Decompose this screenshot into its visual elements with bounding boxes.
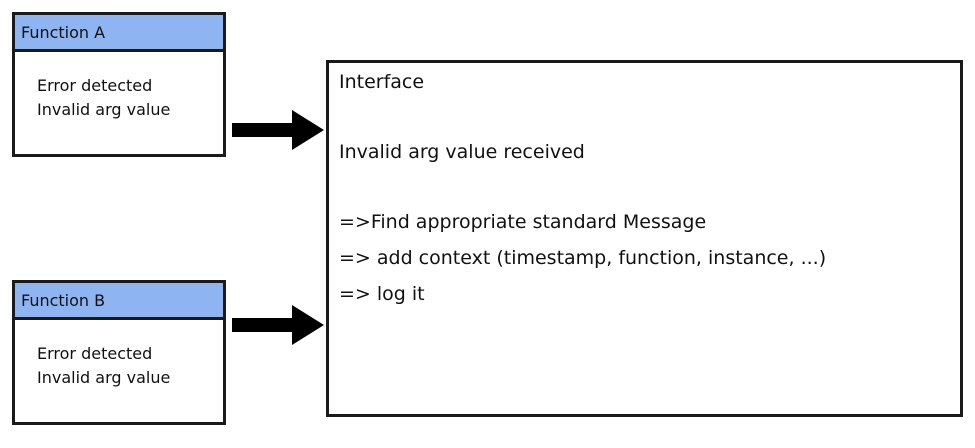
- interface-title: Interface: [339, 71, 425, 93]
- function-b-box: Function B Error detected Invalid arg va…: [12, 280, 226, 425]
- function-b-header: Function B: [15, 283, 223, 320]
- function-b-line-1: Error detected: [37, 344, 153, 363]
- function-a-line-1: Error detected: [37, 76, 153, 95]
- function-a-body: Error detected Invalid arg value: [15, 52, 223, 122]
- interface-step-3: => log it: [339, 283, 425, 305]
- function-a-line-2: Invalid arg value: [37, 100, 171, 119]
- interface-received-text: Invalid arg value received: [339, 141, 585, 163]
- arrow-right-icon: [232, 305, 324, 345]
- function-b-line-2: Invalid arg value: [37, 368, 171, 387]
- interface-step-2: => add context (timestamp, function, ins…: [339, 247, 827, 269]
- interface-box: Interface Invalid arg value received =>F…: [326, 60, 963, 417]
- function-a-header: Function A: [15, 15, 223, 52]
- interface-step-1: =>Find appropriate standard Message: [339, 211, 707, 233]
- function-b-body: Error detected Invalid arg value: [15, 320, 223, 390]
- function-a-box: Function A Error detected Invalid arg va…: [12, 12, 226, 157]
- arrow-right-icon: [232, 110, 324, 150]
